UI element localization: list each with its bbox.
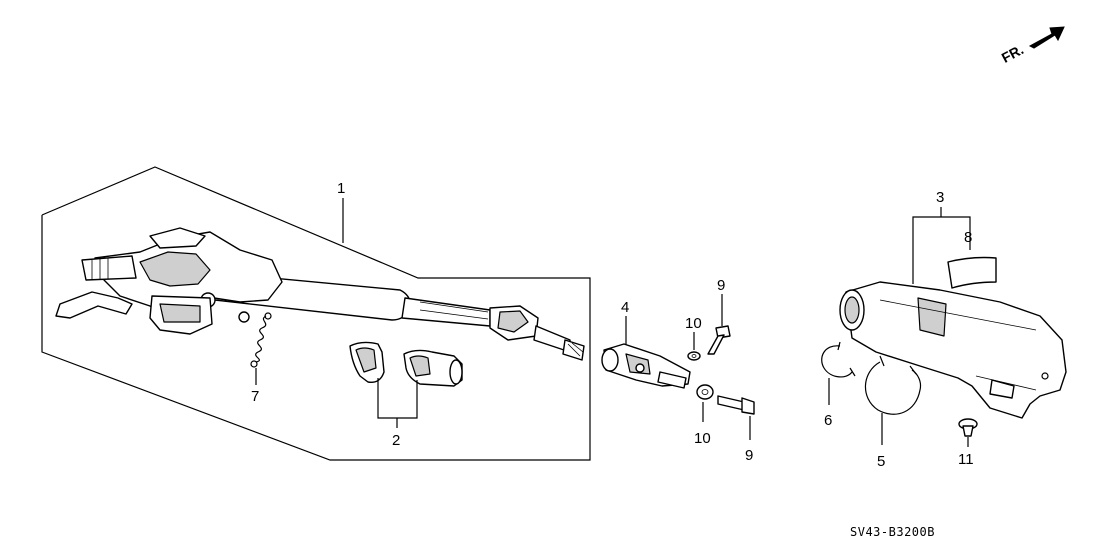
callout-5: 5 <box>877 453 885 470</box>
tilt-spring <box>250 312 272 368</box>
callout-10-upper: 10 <box>685 315 702 332</box>
front-arrow-icon <box>1028 26 1065 49</box>
steering-joint <box>601 343 691 389</box>
cover-band <box>864 355 922 415</box>
callout-9-upper: 9 <box>717 277 725 294</box>
callout-10-lower: 10 <box>694 430 711 447</box>
callout-9-lower: 9 <box>745 447 753 464</box>
front-direction-indicator: FR. <box>999 26 1065 66</box>
bolt-upper <box>707 325 731 355</box>
column-cover <box>839 281 1067 419</box>
callout-8: 8 <box>964 229 972 246</box>
washer-lower <box>696 384 714 400</box>
callout-4: 4 <box>621 299 629 316</box>
callout-3: 3 <box>936 189 944 206</box>
column-bushings <box>349 341 463 387</box>
drawing-code: SV43-B3200B <box>850 525 935 539</box>
steering-column-assembly <box>55 227 585 361</box>
callout-6: 6 <box>824 412 832 429</box>
callout-11: 11 <box>958 451 974 468</box>
label-sheet <box>947 256 997 289</box>
callout-1: 1 <box>337 180 345 197</box>
callout-2: 2 <box>392 432 400 449</box>
clip-fastener <box>958 418 978 437</box>
callout-7: 7 <box>251 388 259 405</box>
washer-upper <box>687 351 701 361</box>
bolt-lower <box>717 395 755 415</box>
callout-2-bracket <box>377 378 418 419</box>
cover-clip <box>821 341 856 378</box>
front-direction-label: FR. <box>999 41 1026 66</box>
assembly-outline-box <box>41 166 591 461</box>
